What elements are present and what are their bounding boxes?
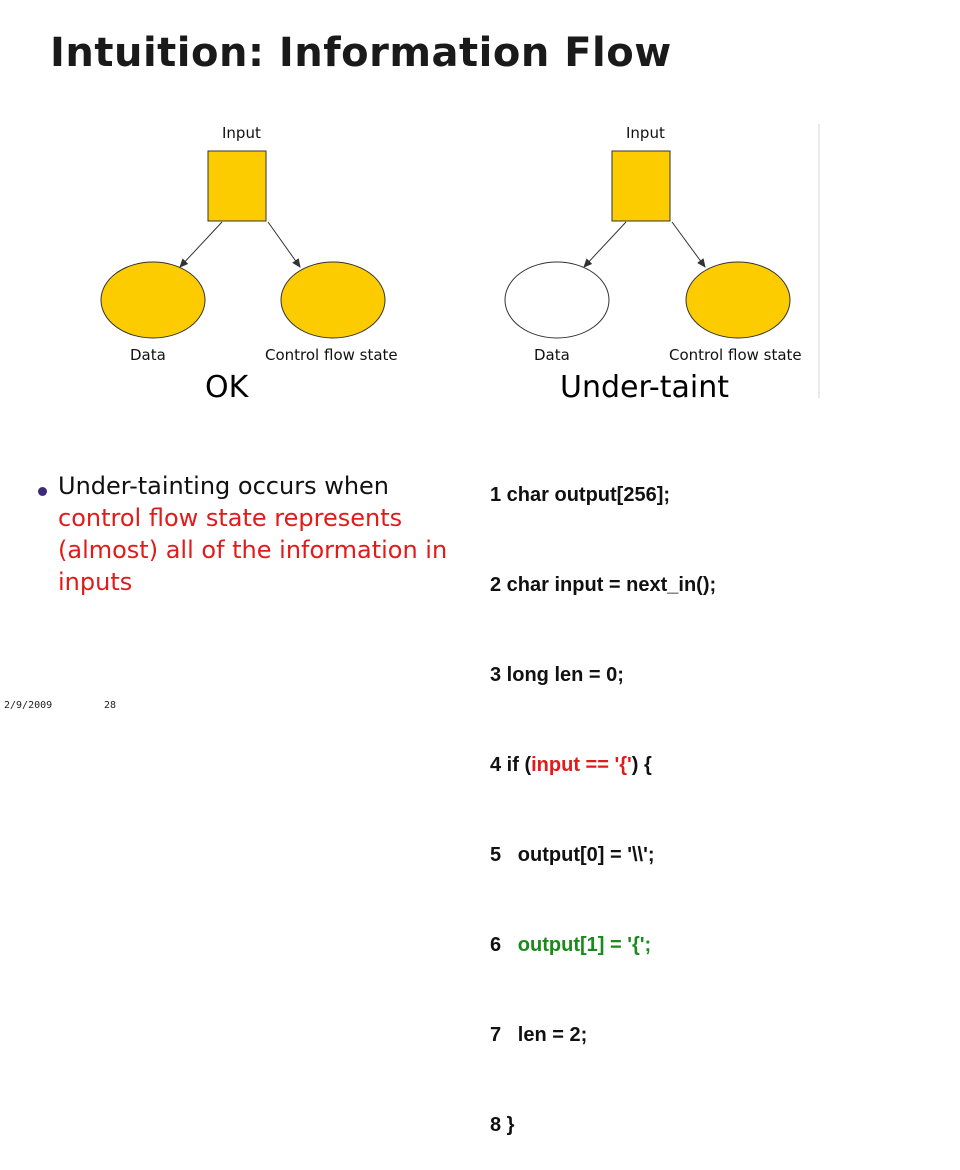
control-node-left (280, 261, 386, 339)
code-line: 4 if (input == '{') { (490, 750, 716, 780)
code-text: 4 if ( (490, 754, 532, 776)
diagram-ok: Input Data Control flow state OK (100, 124, 398, 405)
information-flow-diagrams: Input Data Control flow state OK Input D… (100, 124, 820, 405)
code-highlight-green: output[1] = '{'; (517, 934, 652, 956)
footer-page-number: 28 (104, 700, 117, 711)
code-line: 1 char output[256]; (490, 480, 716, 510)
arrow-to-data-right (583, 221, 627, 268)
code-line: 8 } (490, 1110, 716, 1140)
code-text: 5 output[0] = '\\'; (490, 844, 655, 866)
slide-title: Intuition: Information Flow (50, 30, 672, 76)
bullet-point: Under-tainting occurs when control flow … (38, 470, 468, 598)
code-text: 3 long len = 0; (490, 664, 624, 686)
caption-ok: OK (205, 370, 250, 405)
bullet-text-highlight: control flow state represents (almost) a… (58, 504, 448, 596)
code-highlight-red: input == '{' (531, 754, 632, 776)
bullet-text-plain: Under-tainting occurs when (58, 472, 390, 500)
code-line: 7 len = 2; (490, 1020, 716, 1050)
data-label-left: Data (130, 346, 166, 364)
input-node-right (611, 150, 671, 222)
code-line: 6 output[1] = '{'; (490, 930, 716, 960)
code-text: ) { (631, 754, 652, 776)
control-node-right (685, 261, 791, 339)
code-line: 5 output[0] = '\\'; (490, 840, 716, 870)
code-text: 2 char input = next_in(); (490, 574, 717, 596)
data-node-right (504, 261, 610, 339)
data-node-left (100, 261, 206, 339)
footer-date: 2/9/2009 (4, 700, 53, 711)
input-label-left: Input (222, 124, 261, 142)
control-label-right: Control flow state (669, 346, 802, 364)
code-listing: 1 char output[256]; 2 char input = next_… (490, 420, 716, 1170)
code-text: 8 } (490, 1114, 515, 1136)
code-line: 2 char input = next_in(); (490, 570, 716, 600)
control-label-left: Control flow state (265, 346, 398, 364)
code-text: 6 (490, 934, 518, 956)
bullet-dot (38, 487, 47, 496)
caption-under-taint: Under-taint (560, 370, 729, 405)
code-text: 7 len = 2; (490, 1024, 588, 1046)
arrow-to-control-left (267, 221, 301, 268)
data-label-right: Data (534, 346, 570, 364)
code-line: 3 long len = 0; (490, 660, 716, 690)
diagram-under-taint: Input Data Control flow state Under-tain… (504, 124, 802, 405)
arrow-to-data-left (179, 221, 223, 268)
bullet-text: Under-tainting occurs when control flow … (58, 470, 468, 598)
code-text: 1 char output[256]; (490, 484, 671, 506)
input-node-left (207, 150, 267, 222)
arrow-to-control-right (671, 221, 706, 268)
input-label-right: Input (626, 124, 665, 142)
